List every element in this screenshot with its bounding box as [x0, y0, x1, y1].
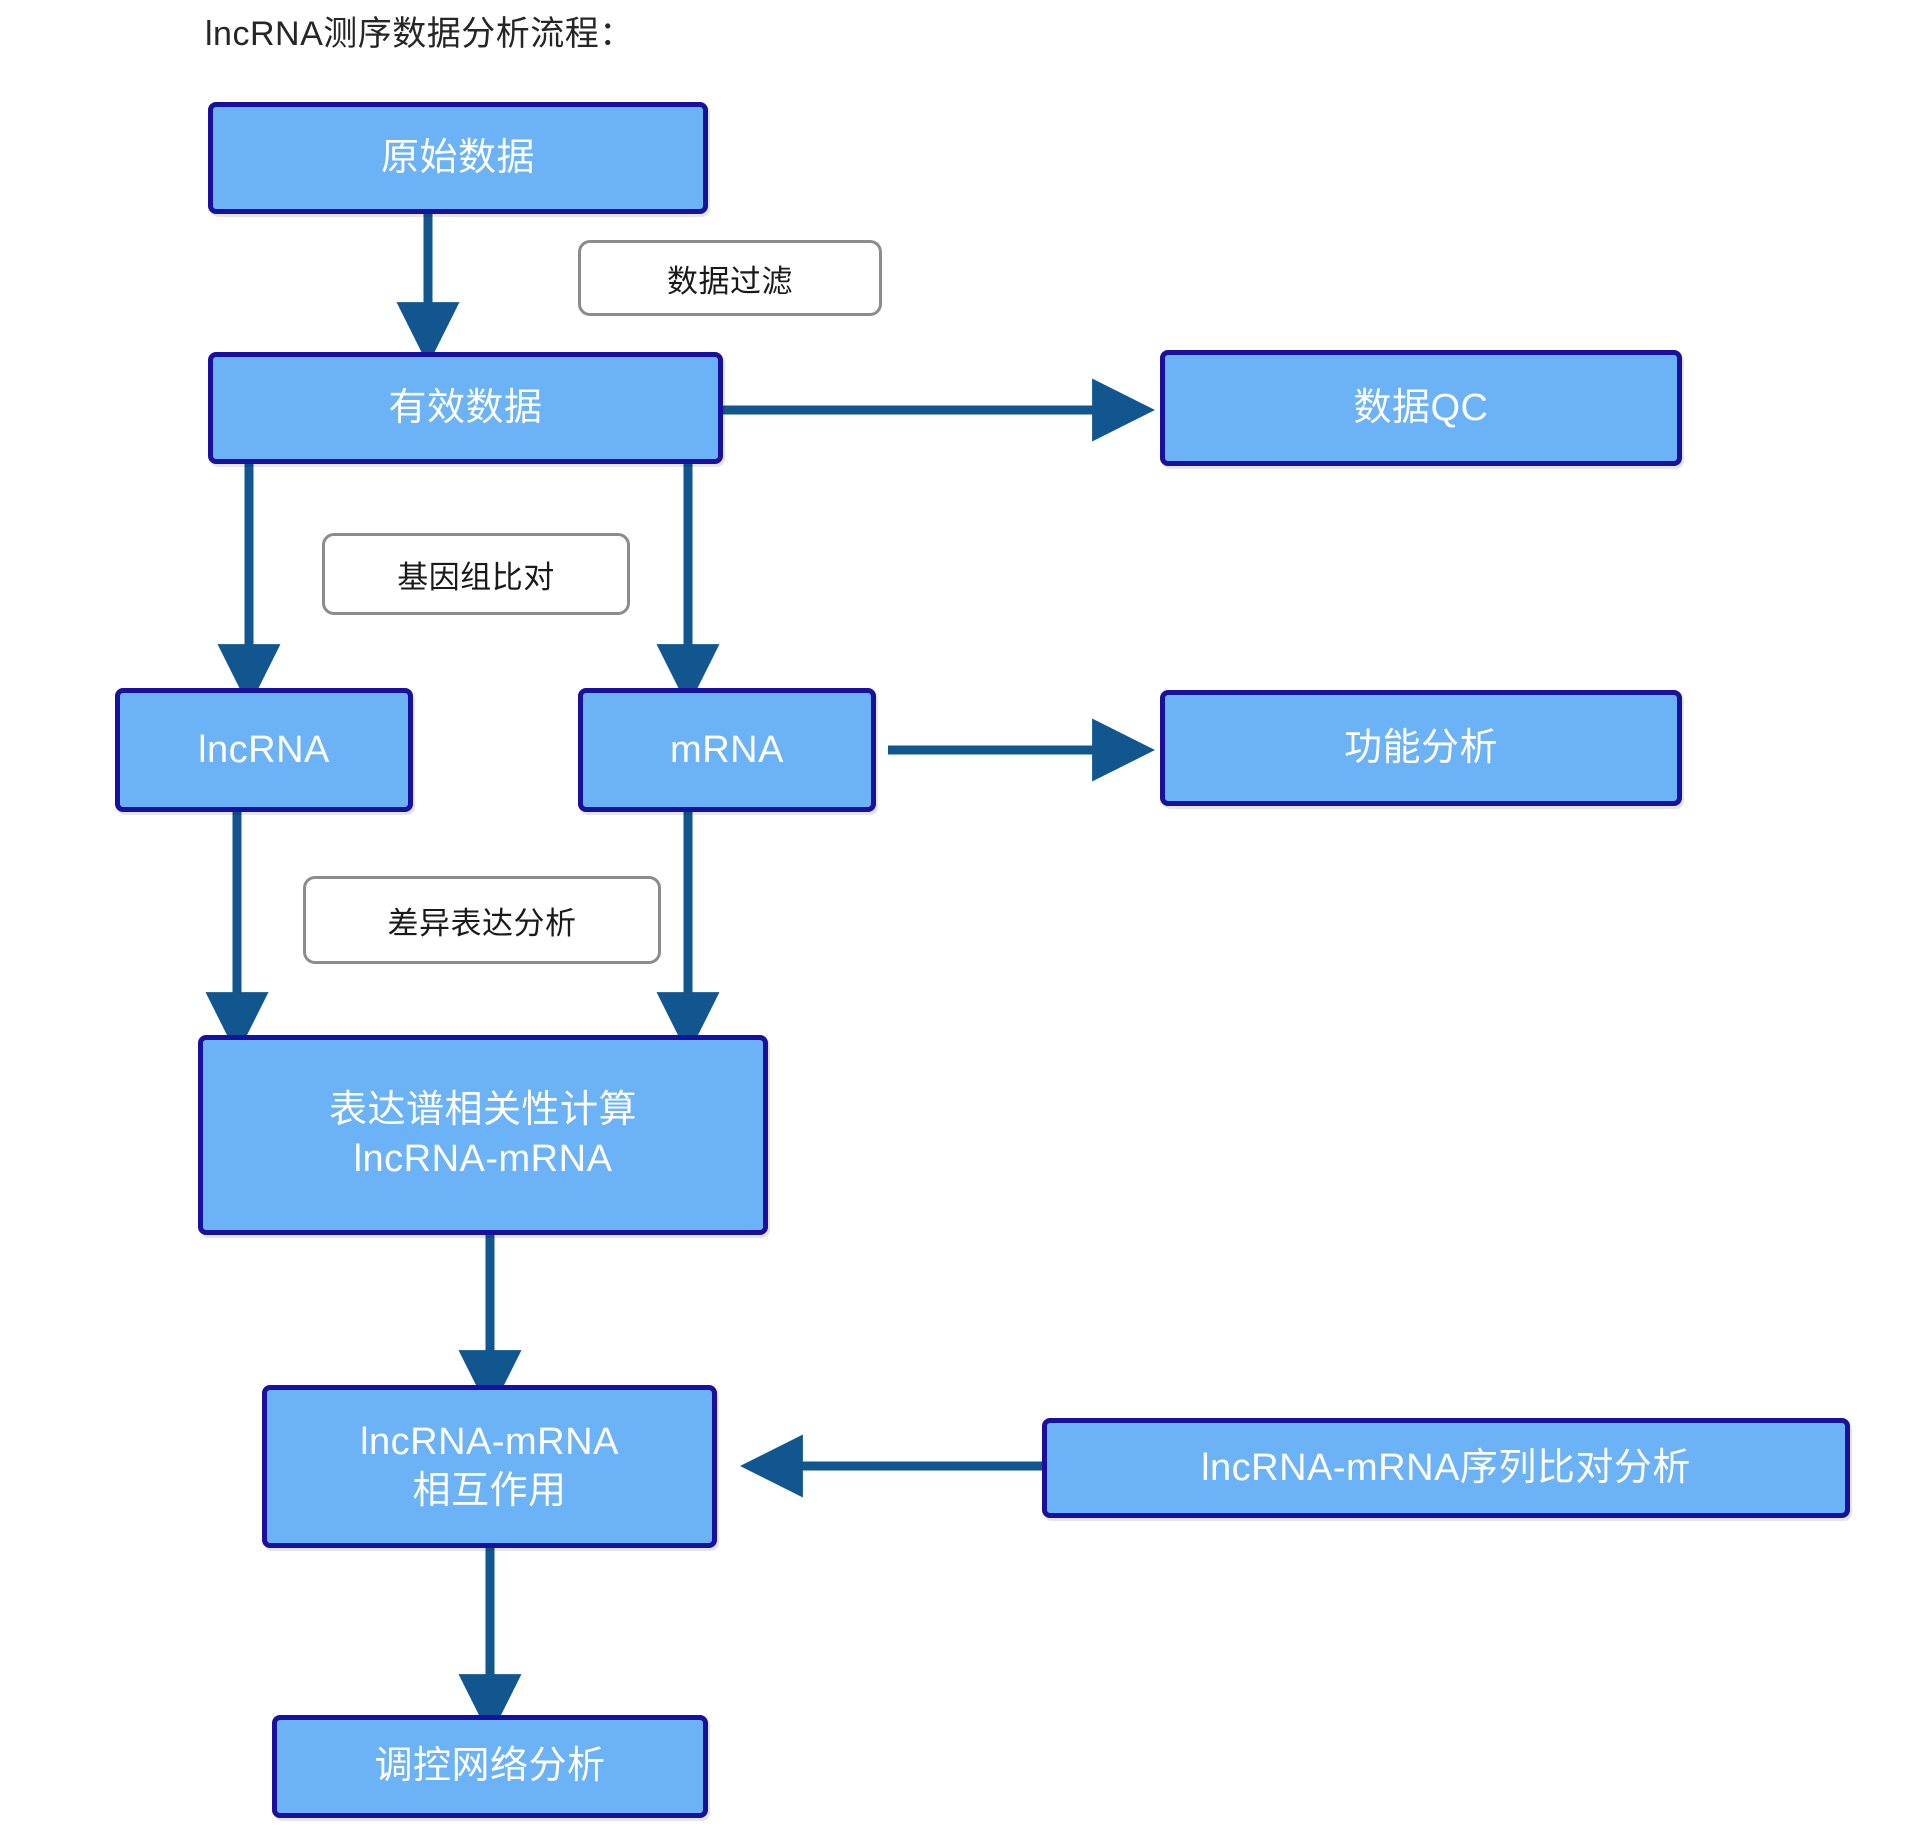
node-seq-alignment-label: lncRNA-mRNA序列比对分析 [1201, 1446, 1691, 1489]
node-interaction[interactable]: lncRNA-mRNA 相互作用 [262, 1385, 717, 1548]
node-mrna-label: mRNA [670, 728, 784, 771]
node-lncrna[interactable]: lncRNA [115, 688, 413, 812]
node-valid-data-label: 有效数据 [388, 386, 543, 429]
node-valid-data[interactable]: 有效数据 [208, 352, 723, 464]
edge-label-genome-align: 基因组比对 [322, 533, 630, 615]
node-network-analysis[interactable]: 调控网络分析 [272, 1715, 708, 1818]
edge-label-diff-expression: 差异表达分析 [303, 876, 661, 964]
node-raw-data-label: 原始数据 [380, 136, 535, 179]
node-data-qc[interactable]: 数据QC [1160, 350, 1682, 466]
node-network-analysis-label: 调控网络分析 [374, 1745, 606, 1788]
node-interaction-line2: 相互作用 [412, 1469, 567, 1512]
node-mrna[interactable]: mRNA [578, 688, 876, 812]
edge-label-genome-align-text: 基因组比对 [397, 559, 555, 595]
node-raw-data[interactable]: 原始数据 [208, 102, 708, 214]
node-function-analysis-label: 功能分析 [1343, 726, 1498, 769]
node-data-qc-label: 数据QC [1353, 386, 1489, 429]
node-seq-alignment[interactable]: lncRNA-mRNA序列比对分析 [1042, 1418, 1850, 1518]
node-function-analysis[interactable]: 功能分析 [1160, 690, 1682, 806]
edge-label-data-filter-text: 数据过滤 [667, 263, 793, 299]
node-correlation-text: 表达谱相关性计算 lncRNA-mRNA [329, 1086, 637, 1183]
node-correlation-line2: lncRNA-mRNA [353, 1138, 613, 1180]
node-interaction-line1: lncRNA-mRNA [360, 1420, 619, 1463]
node-interaction-text: lncRNA-mRNA 相互作用 [360, 1418, 619, 1515]
node-lncrna-label: lncRNA [198, 728, 330, 771]
node-correlation[interactable]: 表达谱相关性计算 lncRNA-mRNA [198, 1035, 768, 1235]
page-title: lncRNA测序数据分析流程： [205, 15, 634, 53]
edge-label-data-filter: 数据过滤 [578, 240, 882, 316]
edge-label-diff-expression-text: 差异表达分析 [387, 905, 577, 941]
node-correlation-line1: 表达谱相关性计算 [328, 1089, 637, 1132]
